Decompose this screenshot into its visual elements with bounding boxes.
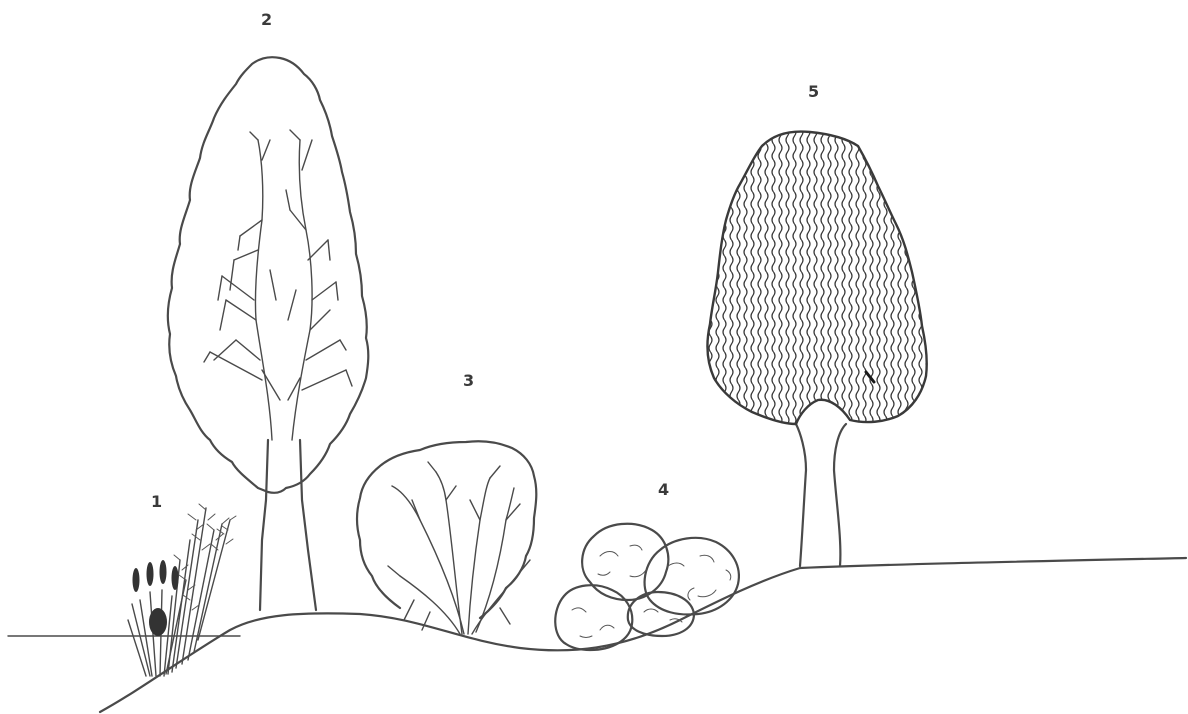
- columnar-tree-branches: [204, 130, 352, 440]
- columnar-tree: [168, 57, 368, 610]
- dense-crown-tree-crown: [707, 132, 926, 424]
- rounded-shrub-stems: [388, 462, 530, 634]
- label-columnar-tree: 2: [261, 12, 272, 28]
- dense-crown-tree: [707, 132, 926, 566]
- clipped-shrubs: [555, 524, 739, 650]
- label-rounded-shrub: 3: [463, 373, 474, 389]
- rounded-shrub: [357, 441, 536, 634]
- dense-crown-tree-trunk: [796, 424, 846, 566]
- columnar-tree-crown: [168, 57, 368, 493]
- rounded-shrub-outline: [357, 441, 536, 618]
- columnar-tree-trunk: [260, 440, 316, 610]
- label-reeds: 1: [151, 494, 162, 510]
- label-dense-crown-tree: 5: [808, 84, 819, 100]
- reeds-plant: [128, 504, 236, 676]
- ground-line: [100, 558, 1186, 712]
- label-clipped-shrubs: 4: [658, 482, 669, 498]
